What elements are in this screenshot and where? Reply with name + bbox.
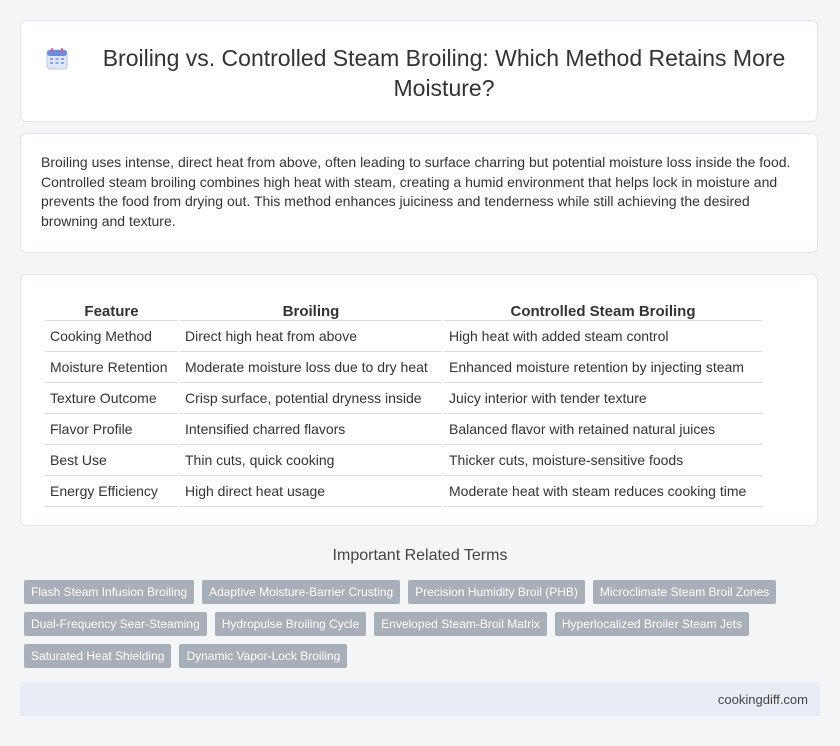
- table-cell: Energy Efficiency: [45, 476, 178, 507]
- table-cell: Flavor Profile: [45, 414, 178, 445]
- table-header-row: Feature Broiling Controlled Steam Broili…: [45, 295, 762, 321]
- title-card: Broiling vs. Controlled Steam Broiling: …: [20, 20, 818, 122]
- related-term-tag[interactable]: Hyperlocalized Broiler Steam Jets: [554, 612, 749, 636]
- header-steam-broiling: Controlled Steam Broiling: [444, 295, 762, 321]
- table-cell: Best Use: [45, 445, 178, 476]
- table-cell: Cooking Method: [45, 321, 178, 352]
- related-term-tag[interactable]: Adaptive Moisture-Barrier Crusting: [202, 580, 401, 604]
- related-term-tag[interactable]: Microclimate Steam Broil Zones: [592, 580, 777, 604]
- table-cell: Intensified charred flavors: [180, 414, 442, 445]
- calendar-icon: [46, 48, 68, 70]
- table-cell: High direct heat usage: [180, 476, 442, 507]
- header-feature: Feature: [45, 295, 178, 321]
- header-broiling: Broiling: [180, 295, 442, 321]
- table-cell: High heat with added steam control: [444, 321, 762, 352]
- table-cell: Moderate heat with steam reduces cooking…: [444, 476, 762, 507]
- table-cell: Moderate moisture loss due to dry heat: [180, 352, 442, 383]
- comparison-table: Feature Broiling Controlled Steam Broili…: [43, 295, 764, 507]
- related-term-tag[interactable]: Flash Steam Infusion Broiling: [24, 580, 195, 604]
- related-term-tag[interactable]: Saturated Heat Shielding: [24, 644, 172, 668]
- footer: cookingdiff.com: [20, 682, 820, 716]
- related-term-tag[interactable]: Dual-Frequency Sear-Steaming: [24, 612, 207, 636]
- table-cell: Enhanced moisture retention by injecting…: [444, 352, 762, 383]
- intro-text: Broiling uses intense, direct heat from …: [41, 154, 791, 229]
- table-row: Flavor Profile Intensified charred flavo…: [45, 414, 762, 445]
- related-term-tag[interactable]: Dynamic Vapor-Lock Broiling: [179, 644, 348, 668]
- intro-card: Broiling uses intense, direct heat from …: [20, 133, 818, 253]
- table-cell: Thicker cuts, moisture-sensitive foods: [444, 445, 762, 476]
- comparison-card: Feature Broiling Controlled Steam Broili…: [20, 274, 818, 526]
- table-cell: Balanced flavor with retained natural ju…: [444, 414, 762, 445]
- table-row: Texture Outcome Crisp surface, potential…: [45, 383, 762, 414]
- related-terms-heading: Important Related Terms: [332, 547, 508, 564]
- footer-site-link[interactable]: cookingdiff.com: [717, 692, 808, 707]
- table-cell: Crisp surface, potential dryness inside: [180, 383, 442, 414]
- table-cell: Juicy interior with tender texture: [444, 383, 762, 414]
- table-cell: Texture Outcome: [45, 383, 178, 414]
- table-row: Moisture Retention Moderate moisture los…: [45, 352, 762, 383]
- related-term-tag[interactable]: Enveloped Steam-Broil Matrix: [374, 612, 547, 636]
- related-terms-list: Flash Steam Infusion Broiling Adaptive M…: [24, 580, 814, 668]
- related-term-tag[interactable]: Precision Humidity Broil (PHB): [408, 580, 585, 604]
- page-title: Broiling vs. Controlled Steam Broiling: …: [102, 45, 786, 101]
- related-term-tag[interactable]: Hydropulse Broiling Cycle: [214, 612, 367, 636]
- table-row: Best Use Thin cuts, quick cooking Thicke…: [45, 445, 762, 476]
- table-row: Cooking Method Direct high heat from abo…: [45, 321, 762, 352]
- table-cell: Moisture Retention: [45, 352, 178, 383]
- table-cell: Direct high heat from above: [180, 321, 442, 352]
- table-row: Energy Efficiency High direct heat usage…: [45, 476, 762, 507]
- table-cell: Thin cuts, quick cooking: [180, 445, 442, 476]
